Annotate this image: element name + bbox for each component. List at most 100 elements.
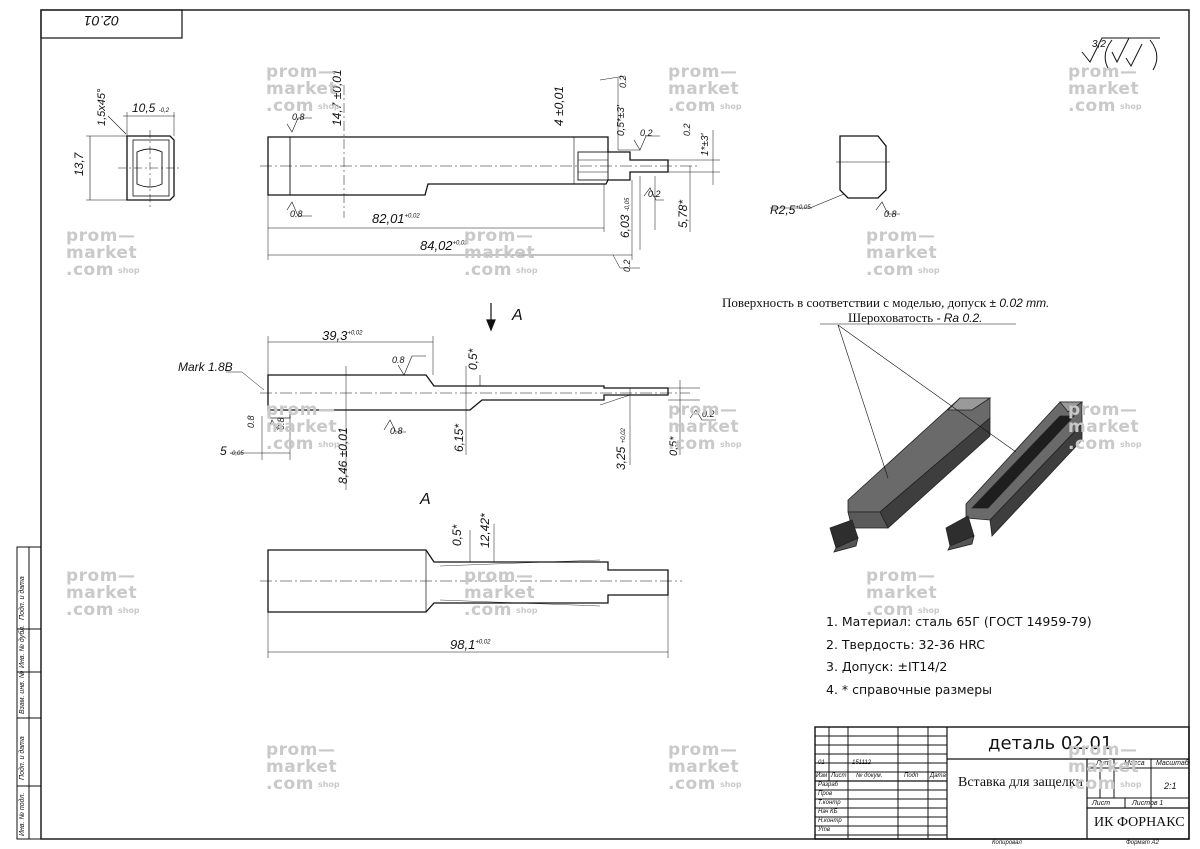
role-3: Нач КБ <box>818 809 838 815</box>
rev-doc: 151112 <box>852 760 872 766</box>
dim-8402: 84,02+0,02 <box>420 238 468 253</box>
side-view-top <box>260 75 720 269</box>
dim-05-3: 0,5*±3' <box>616 105 627 136</box>
mass-label: Масса <box>1124 760 1145 767</box>
dim-615: 6,15* <box>452 423 466 452</box>
dim-05-bottom: 0,5* <box>450 524 464 546</box>
rev-h-podp: Подп <box>904 773 919 779</box>
view-a-label-top: A <box>512 307 523 324</box>
end-view-small <box>86 112 182 210</box>
ra-02-f: 0.2 <box>702 409 715 419</box>
role-4: Н.контр <box>818 818 842 824</box>
ra-08-d: 0.8 <box>392 355 405 365</box>
dim-r25: R2,5+0,05 <box>770 203 811 217</box>
dim-8201: 82,01+0,02 <box>372 211 420 226</box>
copied-label: Копировал <box>992 840 1022 846</box>
roughness-value: 3,2 <box>1092 39 1106 50</box>
top-stamp-number: 02.01 <box>84 13 120 29</box>
role-5: Утв <box>818 827 830 833</box>
ra-08-c: 0.8 <box>884 209 897 219</box>
ra-08-a: 0.8 <box>292 112 305 122</box>
roughness-general-symbol <box>1081 37 1160 71</box>
side-stamp-0: Подп. и дата <box>19 576 26 620</box>
note-3: 3. Допуск: ±IT14/2 <box>826 659 948 674</box>
ra-08-b: 0.8 <box>290 209 303 219</box>
dim-603: 6,03 -0,05 <box>618 197 632 238</box>
dim-chamfer: 1,5x45° <box>96 88 108 126</box>
surface-leaders <box>820 323 1017 479</box>
note-4: 4. * справочные размеры <box>826 682 993 697</box>
isometric-view-right <box>945 401 1084 551</box>
scale-value: 2:1 <box>1164 781 1177 791</box>
surface-note-line2: Шероховатость - Ra 0.2. <box>848 310 983 325</box>
side-stamp-strip <box>16 546 42 840</box>
company-name: ИК ФОРНАКС <box>1094 815 1185 830</box>
ra-02-d: 0.2 <box>682 123 692 136</box>
top-stamp-box <box>40 9 183 39</box>
view-a-label-bottom: A <box>420 491 431 508</box>
sheet-label: Лист <box>1092 800 1111 807</box>
lit-label: Лит <box>1096 760 1111 767</box>
dim-height-137: 13,7 <box>72 152 86 176</box>
side-stamp-2: Взам. инв. № <box>19 670 26 714</box>
side-stamp-1: Инв. № дубл. <box>19 624 26 668</box>
ra-02-e: 0.2 <box>622 259 632 272</box>
sheets-label: Листов 1 <box>1132 800 1164 807</box>
view-arrow-a <box>486 303 496 332</box>
mark-label: Mark 1.8B <box>178 360 233 374</box>
dim-4: 4 ±0,01 <box>552 86 566 126</box>
dim-578: 5,78* <box>676 199 690 228</box>
doc-number: деталь 02.01 <box>988 733 1113 754</box>
side-stamp-3: Подп. и дата <box>19 736 26 780</box>
ra-08-f: 0.8 <box>246 415 256 428</box>
dim-1242: 12,42* <box>478 513 492 548</box>
ra-02-a: 0.2 <box>640 128 653 138</box>
dim-width-105: 10,5 -0,2 <box>132 101 170 115</box>
sheet-border <box>40 9 1190 840</box>
role-2: Т.контр <box>818 800 841 806</box>
surface-note-line1: Поверхность в соответствии с моделью, до… <box>722 295 1050 310</box>
isometric-view-left <box>829 397 992 553</box>
note-2: 2. Твердость: 32-36 HRC <box>826 637 986 652</box>
dim-1-3: 1*±3' <box>700 133 711 156</box>
note-1: 1. Материал: сталь 65Г (ГОСТ 14959-79) <box>826 614 1092 629</box>
role-0: Разраб <box>818 782 839 788</box>
rev-index: 01 <box>818 760 825 766</box>
dim-5: 5 -0,05 <box>220 444 244 458</box>
dim-981: 98,1+0,02 <box>450 637 491 652</box>
view-a-bottom <box>260 524 682 658</box>
ra-02-b: 0.2 <box>648 189 661 199</box>
role-1: Пров <box>818 791 833 797</box>
side-stamp-4: Инв. № подл. <box>19 792 26 836</box>
top-view-middle <box>226 336 716 490</box>
ra-02-c: 0.2 <box>618 75 628 88</box>
ra-08-e: 0.8 <box>390 426 403 436</box>
dim-325: 3,25 +0,02 <box>614 428 628 470</box>
rev-h-izm: Изм <box>816 773 828 779</box>
part-name: Вставка для защелки <box>958 775 1084 790</box>
rev-h-doc: № докум. <box>856 773 883 779</box>
rev-h-date: Дата <box>930 773 946 779</box>
format-label: Формат А2 <box>1126 840 1159 846</box>
scale-label: Масштаб <box>1156 760 1189 767</box>
end-view-right <box>770 135 900 215</box>
dim-393: 39,3+0,02 <box>322 328 363 343</box>
title-block-grid <box>814 726 1190 840</box>
rev-h-list: Лист <box>831 773 847 779</box>
